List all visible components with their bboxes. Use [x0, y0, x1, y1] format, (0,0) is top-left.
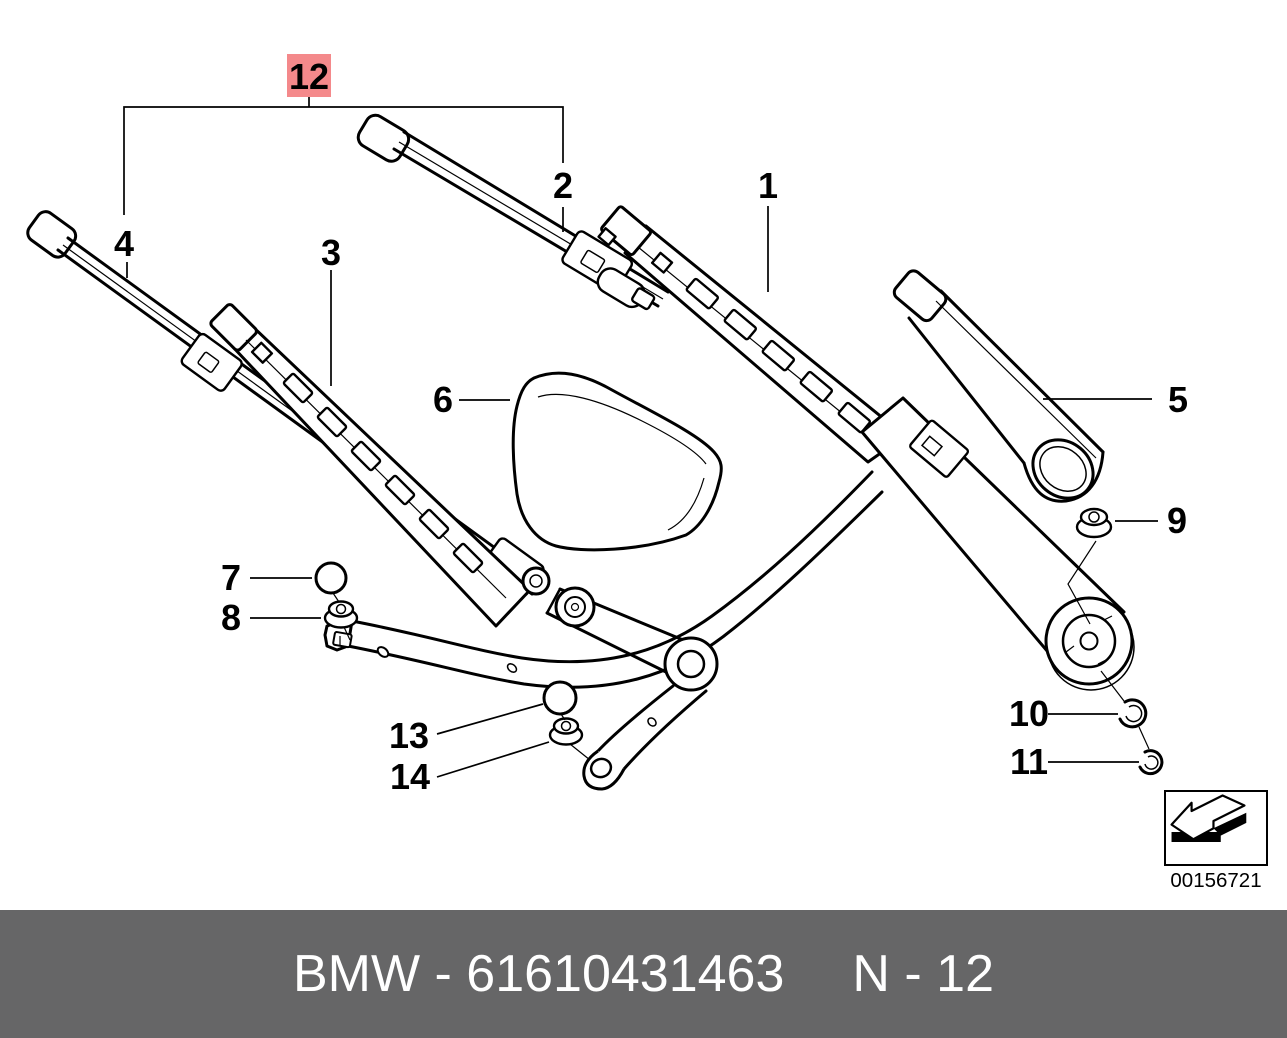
wiper-blade-3-drawing: [209, 303, 532, 628]
arm-cover-5-drawing: [892, 269, 1105, 503]
nut-9-drawing: [1075, 507, 1113, 539]
callout-3: 3: [321, 232, 341, 273]
callout-6: 6: [433, 379, 453, 420]
wiper-linkage-drawing: [323, 470, 884, 791]
callout-11: 11: [1010, 741, 1048, 782]
wiper-blade-2-drawing: [356, 113, 670, 311]
cover-cap-6-drawing: [511, 371, 723, 552]
callout-8: 8: [221, 597, 241, 638]
callout-5: 5: [1168, 379, 1188, 420]
callout-2: 2: [553, 165, 573, 206]
nut-8-drawing: [323, 600, 359, 629]
stamp-code: 00156721: [1170, 869, 1262, 892]
callout-labels: 1 2 3 4 5 6 7 8 9 10 11 13 14: [114, 165, 1188, 797]
callout-leader-lines: [123, 97, 1158, 778]
wiper-arm-drawing: [860, 396, 1135, 691]
footer-bar: BMW - 61610431463 N - 12: [0, 910, 1287, 1038]
cap-7-drawing: [314, 561, 348, 595]
callout-12: 12: [289, 56, 329, 97]
callout-4: 4: [114, 223, 134, 264]
callout-9: 9: [1167, 500, 1187, 541]
stamp: 00156721: [1163, 790, 1269, 893]
callout-10: 10: [1009, 693, 1049, 734]
highlight-callout-12: 12: [287, 54, 331, 97]
callout-13: 13: [389, 715, 429, 756]
assembly-axis-lines: [332, 540, 1150, 761]
washer-11-drawing: [1138, 749, 1164, 776]
callout-1: 1: [758, 165, 778, 206]
footer-part-number: BMW - 61610431463: [292, 945, 785, 1003]
washer-10-drawing: [1118, 698, 1148, 729]
wiper-blade-1-drawing: [597, 205, 907, 468]
cap-13-drawing: [542, 680, 578, 716]
callout-7: 7: [221, 557, 241, 598]
highlight-box: [287, 54, 331, 97]
stamp-box: [1164, 790, 1268, 866]
footer-sheet-number: N - 12: [852, 945, 995, 1003]
callout-14: 14: [390, 756, 430, 797]
nut-14-drawing: [548, 717, 584, 746]
page-turn-arrow-icon: [1170, 794, 1247, 842]
